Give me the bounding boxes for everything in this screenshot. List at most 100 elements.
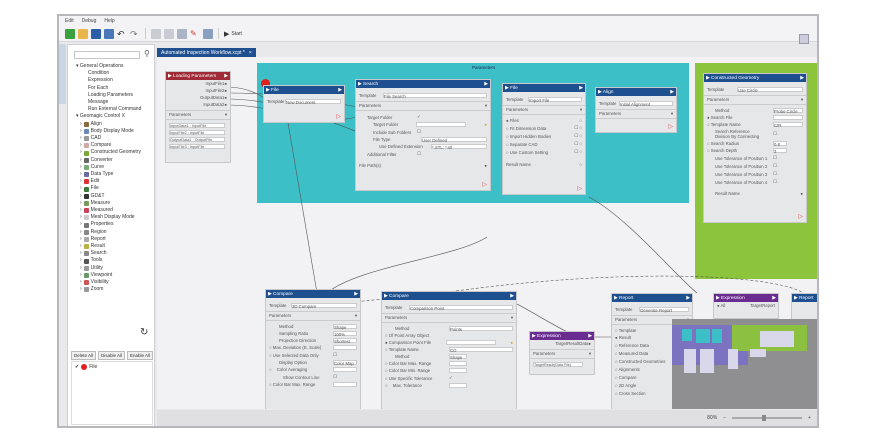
expand-icon[interactable]: › bbox=[80, 171, 82, 178]
expand-icon[interactable]: › bbox=[80, 156, 82, 163]
tree-item[interactable]: For Each bbox=[88, 84, 109, 91]
tree-item[interactable]: ›Curve bbox=[80, 163, 105, 170]
node-loading-parameters[interactable]: ▶ Loading Parameters▶ InputFile1 ● Input… bbox=[165, 71, 231, 163]
menu-debug[interactable]: Debug bbox=[81, 18, 97, 24]
tree-item[interactable]: ›Result bbox=[80, 243, 105, 250]
tree-item[interactable]: ›Utility bbox=[80, 264, 103, 271]
grid-icon[interactable] bbox=[177, 28, 187, 39]
expand-icon[interactable]: › bbox=[80, 243, 82, 250]
workflow-canvas[interactable]: Parameters ▶ Loading Parameters▶ InputFi… bbox=[157, 57, 817, 409]
tree-item[interactable]: Loading Parameters bbox=[88, 91, 134, 98]
tree-item[interactable]: ›File bbox=[80, 185, 99, 192]
tree-item[interactable]: ›Compare bbox=[80, 142, 112, 149]
run-node-icon[interactable]: ▷ bbox=[577, 186, 582, 192]
expand-icon[interactable]: › bbox=[80, 257, 82, 264]
tree-item[interactable]: ›Data Type bbox=[80, 171, 114, 178]
node-header[interactable]: ▶ Loading Parameters▶ bbox=[166, 72, 230, 80]
expand-icon[interactable]: › bbox=[80, 142, 82, 149]
save-icon[interactable] bbox=[91, 28, 101, 39]
menu-help[interactable]: Help bbox=[104, 18, 115, 24]
tree-item[interactable]: ›Constructed Geometry bbox=[80, 149, 141, 156]
expand-icon[interactable]: › bbox=[80, 228, 82, 235]
expand-icon[interactable]: › bbox=[80, 185, 82, 192]
debug-icon[interactable] bbox=[203, 28, 213, 39]
expand-icon[interactable]: › bbox=[80, 271, 82, 278]
expand-icon[interactable]: › bbox=[80, 163, 82, 170]
run-node-icon[interactable]: ▷ bbox=[336, 114, 341, 120]
menu-edit[interactable]: Edit bbox=[65, 18, 74, 24]
tree-item[interactable]: Condition bbox=[88, 70, 110, 77]
tree-item[interactable]: ›Edit bbox=[80, 178, 100, 185]
tree-item[interactable]: ›Mesh Display Mode bbox=[80, 214, 135, 221]
tree-item[interactable]: ›Align bbox=[80, 120, 102, 127]
enable-all-button[interactable]: Enable All bbox=[127, 351, 154, 360]
expand-icon[interactable]: › bbox=[80, 120, 82, 127]
expand-icon[interactable]: › bbox=[80, 207, 82, 214]
tree-item[interactable]: ›Converter bbox=[80, 156, 113, 163]
zoom-slider[interactable] bbox=[732, 415, 803, 421]
close-tab-icon[interactable]: × bbox=[248, 49, 252, 56]
search-input[interactable] bbox=[74, 51, 140, 59]
search-icon[interactable]: ⚲ bbox=[144, 49, 150, 58]
zoom-out-button[interactable]: − bbox=[723, 415, 727, 421]
zoom-in-button[interactable]: + bbox=[808, 415, 811, 421]
expand-icon[interactable]: › bbox=[80, 279, 82, 286]
tree-item[interactable]: ›CAD bbox=[80, 135, 102, 142]
tree-item[interactable]: ›Measured bbox=[80, 207, 113, 214]
tree-item[interactable]: ›Viewpoint bbox=[80, 271, 113, 278]
expand-icon[interactable]: › bbox=[80, 221, 82, 228]
tree-item[interactable]: ›GD&T bbox=[80, 192, 105, 199]
fit-view-icon[interactable] bbox=[151, 28, 161, 39]
side-tab-strip[interactable] bbox=[59, 44, 66, 104]
expand-icon[interactable]: › bbox=[80, 192, 82, 199]
redo-icon[interactable]: ↷ bbox=[130, 28, 138, 39]
breakpoint-marker-icon[interactable] bbox=[261, 79, 270, 88]
breakpoint-item[interactable]: ✔ File bbox=[75, 364, 98, 370]
expand-icon[interactable]: › bbox=[80, 135, 82, 142]
run-node-icon[interactable]: ▷ bbox=[798, 214, 803, 220]
save-as-icon[interactable] bbox=[104, 28, 114, 39]
run-node-icon[interactable]: ▷ bbox=[482, 182, 487, 188]
expand-icon[interactable]: › bbox=[80, 214, 82, 221]
refresh-icon[interactable]: ↻ bbox=[140, 327, 149, 338]
tree-item[interactable]: ›Body Display Mode bbox=[80, 127, 134, 134]
expand-icon[interactable]: › bbox=[80, 178, 82, 185]
zoom-icon[interactable] bbox=[164, 28, 174, 39]
minimap[interactable] bbox=[672, 319, 817, 409]
layout-toggle-icon[interactable] bbox=[799, 34, 809, 44]
tree-item[interactable]: ›Zoom bbox=[80, 286, 104, 293]
tree-item[interactable]: Message bbox=[88, 99, 109, 106]
node-expression[interactable]: ▶ Expression▶ TargetResultData ● Paramet… bbox=[529, 331, 595, 375]
start-button[interactable]: ▶ Start bbox=[224, 30, 242, 38]
expand-icon[interactable]: › bbox=[80, 235, 82, 242]
expand-icon[interactable]: › bbox=[80, 264, 82, 271]
tree-item[interactable]: ›Properties bbox=[80, 221, 114, 228]
expand-icon[interactable]: › bbox=[80, 250, 82, 257]
check-icon[interactable]: ✔ bbox=[75, 364, 80, 370]
new-icon[interactable] bbox=[65, 28, 75, 39]
expand-icon[interactable]: › bbox=[80, 149, 82, 156]
tree-item[interactable]: ›Visibility bbox=[80, 279, 109, 286]
open-icon[interactable] bbox=[78, 28, 88, 39]
delete-all-button[interactable]: Delete All bbox=[71, 351, 97, 360]
tree-item[interactable]: Run External Command bbox=[88, 106, 142, 113]
undo-icon[interactable]: ↶ bbox=[117, 28, 125, 39]
tab-workflow[interactable]: Automated Inspection Workflow.xcpt * × bbox=[157, 48, 256, 57]
tree-item[interactable]: ›Report bbox=[80, 235, 106, 242]
tree-group-control-x[interactable]: ▾ Geomagic Control X bbox=[76, 113, 125, 120]
tree-item[interactable]: ›Region bbox=[80, 228, 107, 235]
tree-item[interactable]: Expression bbox=[88, 77, 113, 84]
expand-icon[interactable]: › bbox=[80, 199, 82, 206]
edit-icon[interactable]: ✎ bbox=[190, 28, 197, 38]
tree-item[interactable]: ›Tools bbox=[80, 257, 103, 264]
expand-icon[interactable]: › bbox=[80, 127, 82, 134]
tree-group-general[interactable]: ▾ General Operations bbox=[76, 63, 124, 69]
expand-icon[interactable]: › bbox=[80, 286, 82, 293]
